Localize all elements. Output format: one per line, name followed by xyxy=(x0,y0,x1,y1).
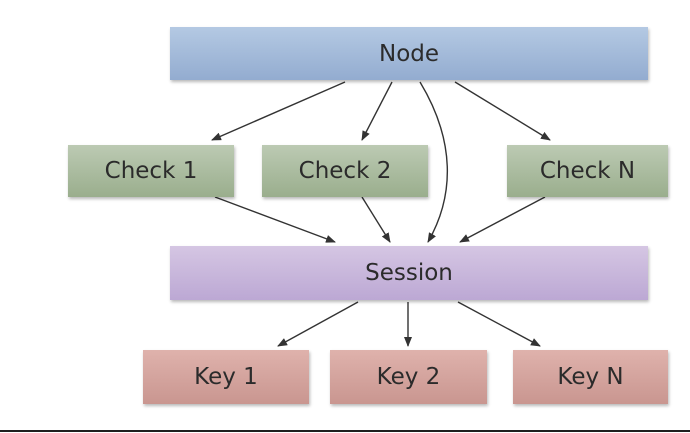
key-2-label: Key 2 xyxy=(376,364,441,390)
session-box: Session xyxy=(170,246,648,300)
arrow-node-to-check-n xyxy=(454,81,551,141)
key-n-box: Key N xyxy=(513,350,668,404)
arrow-check-2-to-session xyxy=(361,196,391,243)
arrow-check-1-to-session xyxy=(214,196,336,243)
arrow-node-to-session xyxy=(419,81,448,243)
key-1-label: Key 1 xyxy=(194,364,258,390)
bottom-divider xyxy=(0,430,690,432)
session-label: Session xyxy=(365,260,453,286)
key-n-label: Key N xyxy=(557,364,624,390)
check-n-label: Check N xyxy=(539,158,636,184)
arrow-node-to-check-1 xyxy=(211,81,346,141)
check-1-label: Check 1 xyxy=(104,158,198,184)
check-n-box: Check N xyxy=(507,145,668,197)
node-label: Node xyxy=(378,40,440,67)
key-2-box: Key 2 xyxy=(330,350,487,404)
check-2-label: Check 2 xyxy=(298,158,392,184)
node-box: Node xyxy=(170,27,648,80)
key-1-box: Key 1 xyxy=(143,350,309,404)
arrow-session-to-key-n xyxy=(457,301,541,347)
arrow-check-n-to-session xyxy=(459,196,546,243)
check-2-box: Check 2 xyxy=(262,145,428,197)
arrow-session-to-key-1 xyxy=(277,301,359,347)
arrow-node-to-check-2 xyxy=(361,81,393,141)
check-1-box: Check 1 xyxy=(68,145,234,197)
